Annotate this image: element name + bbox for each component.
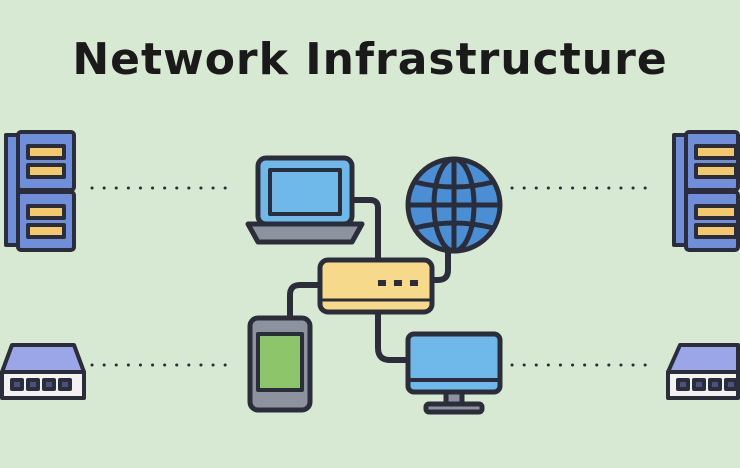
router-icon [317, 257, 435, 315]
server-rack-icon [672, 130, 740, 252]
server-rack-icon [4, 130, 76, 252]
dotted-connectors [90, 186, 652, 367]
laptop-icon [245, 155, 365, 245]
globe-icon [405, 156, 503, 254]
page-title: Network Infrastructure [72, 34, 668, 85]
smartphone-icon [247, 315, 313, 413]
desktop-monitor-icon [405, 331, 503, 415]
network-switch-icon [0, 343, 86, 400]
network-switch-icon [666, 343, 740, 400]
cables [287, 197, 451, 363]
